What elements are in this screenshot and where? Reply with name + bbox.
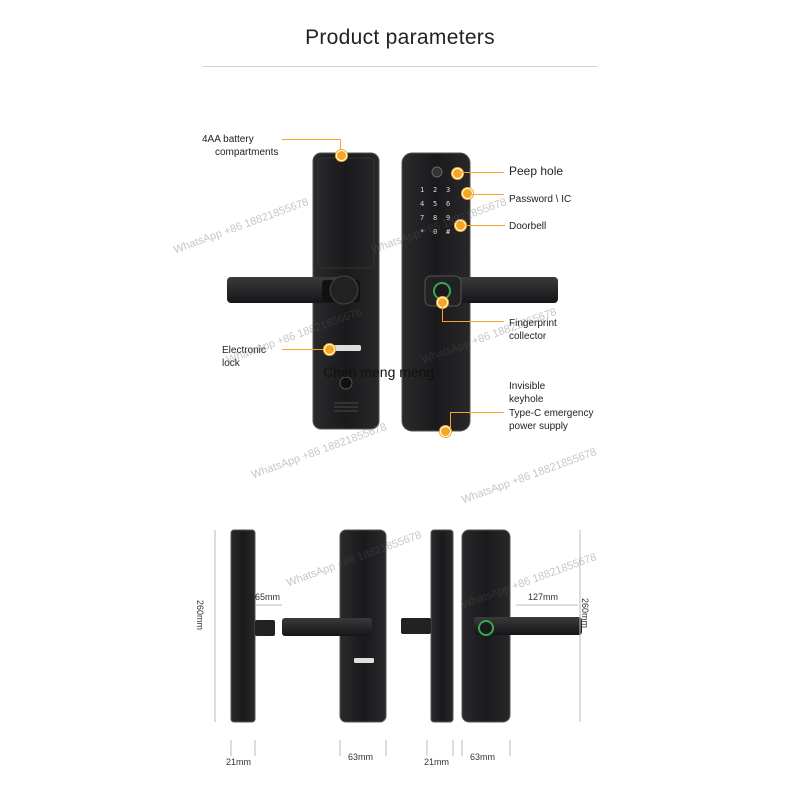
overlay-text: Chen meng meng <box>323 364 435 380</box>
callout-line <box>340 139 341 153</box>
key[interactable]: 6 <box>446 200 451 208</box>
callout-text: 4AA battery <box>202 134 254 145</box>
key[interactable]: 3 <box>446 186 451 194</box>
dim-back-width: 63mm <box>348 752 374 762</box>
callout-dot <box>324 344 335 355</box>
callout-fingerprint: Fingerprint collector <box>509 317 557 343</box>
callout-line <box>442 306 443 322</box>
dim-front-height: 260mm <box>580 598 590 629</box>
back-view-bottom <box>282 529 387 756</box>
dim-left-width: 21mm <box>226 757 252 767</box>
key[interactable]: 9 <box>446 214 451 222</box>
callout-battery: 4AA battery compartments <box>202 133 278 159</box>
callout-text: collector <box>509 331 547 342</box>
dim-left-depth: 65mm <box>255 592 281 602</box>
dim-front-width: 63mm <box>470 752 496 762</box>
title-divider <box>203 66 597 67</box>
callout-keyhole: Invisible keyhole <box>509 380 545 406</box>
key[interactable]: 7 <box>420 214 425 222</box>
callout-text: Type-C emergency <box>509 408 594 419</box>
callout-doorbell: Doorbell <box>509 221 547 232</box>
callout-line <box>450 412 504 413</box>
callout-peep-hole: Peep hole <box>509 164 564 178</box>
callout-electronic-lock: Electronic lock <box>222 344 266 370</box>
callout-line <box>472 194 504 195</box>
callout-dot <box>452 168 463 179</box>
callout-typec: Type-C emergency power supply <box>509 407 593 433</box>
key[interactable]: 8 <box>433 214 438 222</box>
front-view-bottom <box>461 529 582 756</box>
callout-line <box>462 172 504 173</box>
key[interactable]: # <box>446 228 451 236</box>
callout-line <box>282 139 340 140</box>
callout-password: Password \ IC <box>509 194 572 205</box>
key[interactable]: * <box>420 228 425 236</box>
callout-line <box>465 225 505 226</box>
key[interactable]: 5 <box>433 200 438 208</box>
callout-line <box>450 412 451 430</box>
back-view-lock <box>227 152 380 430</box>
dim-left-height: 260mm <box>195 600 205 631</box>
key[interactable]: 1 <box>420 186 425 194</box>
keypad: 1 2 3 4 5 6 7 8 9 * 0 # <box>420 186 460 236</box>
callout-text: Fingerprint <box>509 318 557 329</box>
dim-right-width: 21mm <box>424 757 450 767</box>
callout-line <box>442 321 504 322</box>
callout-dot <box>440 426 451 437</box>
callout-text: lock <box>222 358 240 369</box>
page-title: Product parameters <box>305 26 495 49</box>
callout-text: keyhole <box>509 394 544 405</box>
side-view-left <box>214 529 282 756</box>
dim-front-depth: 127mm <box>528 592 559 602</box>
callout-text: Electronic <box>222 345 266 356</box>
callout-text: power supply <box>509 421 568 432</box>
callout-text: Invisible <box>509 381 546 392</box>
callout-dot <box>336 150 347 161</box>
key[interactable]: 4 <box>420 200 425 208</box>
callout-line <box>282 349 324 350</box>
key[interactable]: 2 <box>433 186 438 194</box>
side-view-right <box>401 529 454 756</box>
front-view-lock <box>401 152 558 432</box>
callout-dot <box>462 188 473 199</box>
key[interactable]: 0 <box>433 228 438 236</box>
callout-text: compartments <box>215 147 279 158</box>
